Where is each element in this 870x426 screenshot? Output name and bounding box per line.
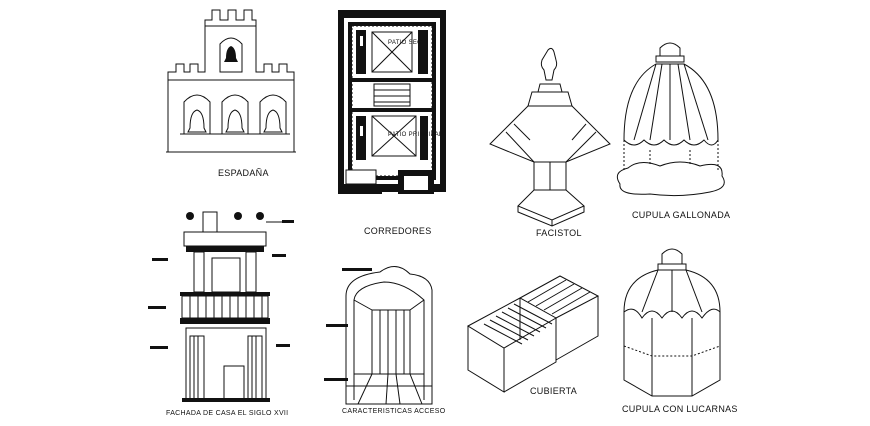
- caption-espadana: ESPADAÑA: [218, 168, 269, 178]
- cupula-gallonada-drawing: [616, 42, 725, 197]
- corredores-plan: [338, 10, 446, 194]
- plan-label-patio-sec: PATIO SEC.: [388, 40, 424, 46]
- fachada-drawing: [148, 211, 294, 402]
- caption-cupula-lucarnas: CUPULA CON LUCARNAS: [622, 404, 738, 414]
- caption-corredores: CORREDORES: [364, 226, 432, 236]
- caption-fachada: FACHADA DE CASA EL SIGLO XVII: [166, 410, 289, 417]
- caption-facistol: FACISTOL: [536, 228, 582, 238]
- cupula-lucarnas-drawing: [623, 248, 721, 397]
- caption-caracteristicas-acceso: CARACTERISTICAS ACCESO: [342, 408, 446, 415]
- plan-label-patio-principal: PATIO PRINCIPAL: [388, 132, 443, 138]
- acceso-drawing: [324, 266, 433, 405]
- espadana-drawing: [166, 9, 296, 153]
- cubierta-drawing: [466, 275, 600, 393]
- facistol-drawing: [489, 47, 611, 227]
- caption-cupula-gallonada: CUPULA GALLONADA: [632, 210, 731, 220]
- caption-cubierta: CUBIERTA: [530, 386, 578, 396]
